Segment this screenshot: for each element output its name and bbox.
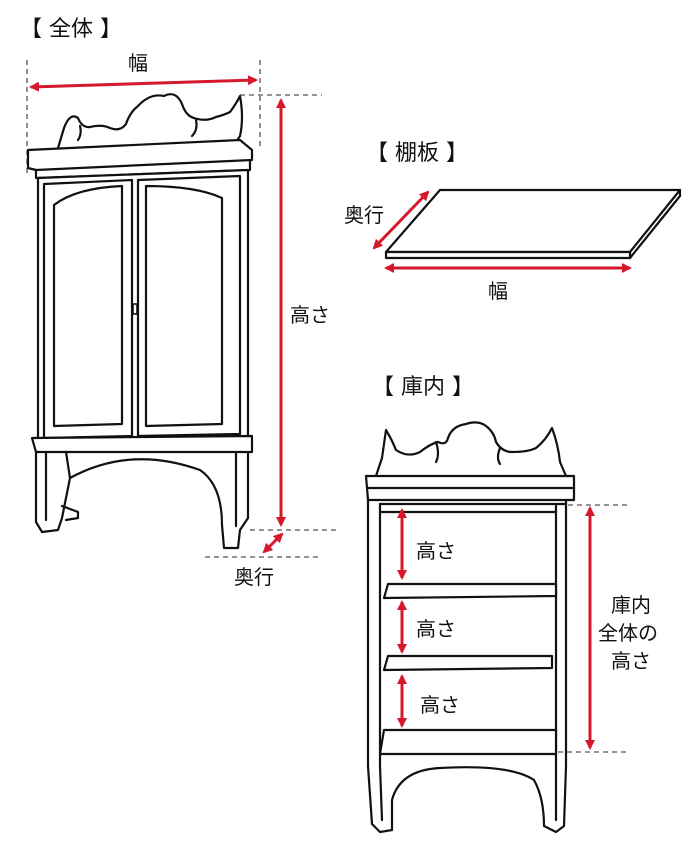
shelf-depth-arrow bbox=[372, 190, 430, 250]
interior-bottom bbox=[378, 728, 558, 756]
right-door bbox=[136, 174, 242, 438]
shelf-board-top bbox=[384, 188, 682, 254]
shelf-height-label-2: 高さ bbox=[416, 617, 456, 641]
interior-legs bbox=[378, 764, 558, 822]
shelf-board-illustration bbox=[384, 188, 682, 260]
interior-total-label-line-3: 高さ bbox=[611, 649, 651, 673]
interior-cabinet-illustration bbox=[364, 421, 576, 834]
interior-title: 【 庫内 】 bbox=[372, 375, 474, 400]
cabinet-crest bbox=[56, 93, 244, 150]
overall-title: 【 全体 】 bbox=[20, 17, 122, 42]
cabinet-legs bbox=[44, 450, 238, 528]
overall-height-label: 高さ bbox=[290, 303, 330, 327]
cabinet-body bbox=[36, 168, 250, 442]
interior-ceiling bbox=[378, 502, 568, 514]
overall-depth-arrow bbox=[262, 532, 284, 554]
interior-shelf-1 bbox=[382, 582, 558, 600]
shelf-board-title: 【 棚板 】 bbox=[366, 141, 468, 166]
shelf-depth-label: 奥行 bbox=[344, 203, 384, 227]
interior-total-label-line-2: 全体の bbox=[598, 621, 658, 645]
interior-total-label-line-1: 庫内 bbox=[611, 593, 651, 617]
interior-crest-detail bbox=[434, 440, 502, 466]
interior-shelf-2 bbox=[382, 654, 554, 672]
keyhole bbox=[132, 303, 138, 315]
overall-section: 【 全体 】 幅 高さ 奥行 bbox=[20, 17, 340, 589]
shelf-width-label: 幅 bbox=[488, 279, 508, 303]
shelf-board-front-edge bbox=[384, 250, 632, 260]
overall-width-label: 幅 bbox=[128, 51, 148, 75]
left-door-panel bbox=[52, 184, 124, 428]
shelf-board-side-edge bbox=[628, 188, 682, 260]
cabinet-cornice bbox=[26, 138, 254, 172]
shelf-height-label-3: 高さ bbox=[420, 693, 460, 717]
shelf-height-label-1: 高さ bbox=[416, 539, 456, 563]
right-door-panel bbox=[144, 184, 224, 428]
shelf-board-section: 【 棚板 】 奥行 幅 bbox=[344, 141, 682, 303]
interior-stand bbox=[366, 764, 568, 834]
overall-depth-label: 奥行 bbox=[234, 565, 274, 589]
cabinet-crest-detail bbox=[76, 118, 198, 142]
interior-section: 【 庫内 】 高さ 高さ 高さ bbox=[364, 375, 658, 834]
overall-width-arrow bbox=[29, 75, 258, 92]
interior-crest bbox=[374, 421, 568, 478]
interior-side-posts bbox=[366, 498, 568, 768]
cabinet-base bbox=[30, 434, 254, 454]
cabinet-illustration bbox=[26, 93, 254, 550]
cabinet-rear-foot bbox=[60, 504, 80, 522]
